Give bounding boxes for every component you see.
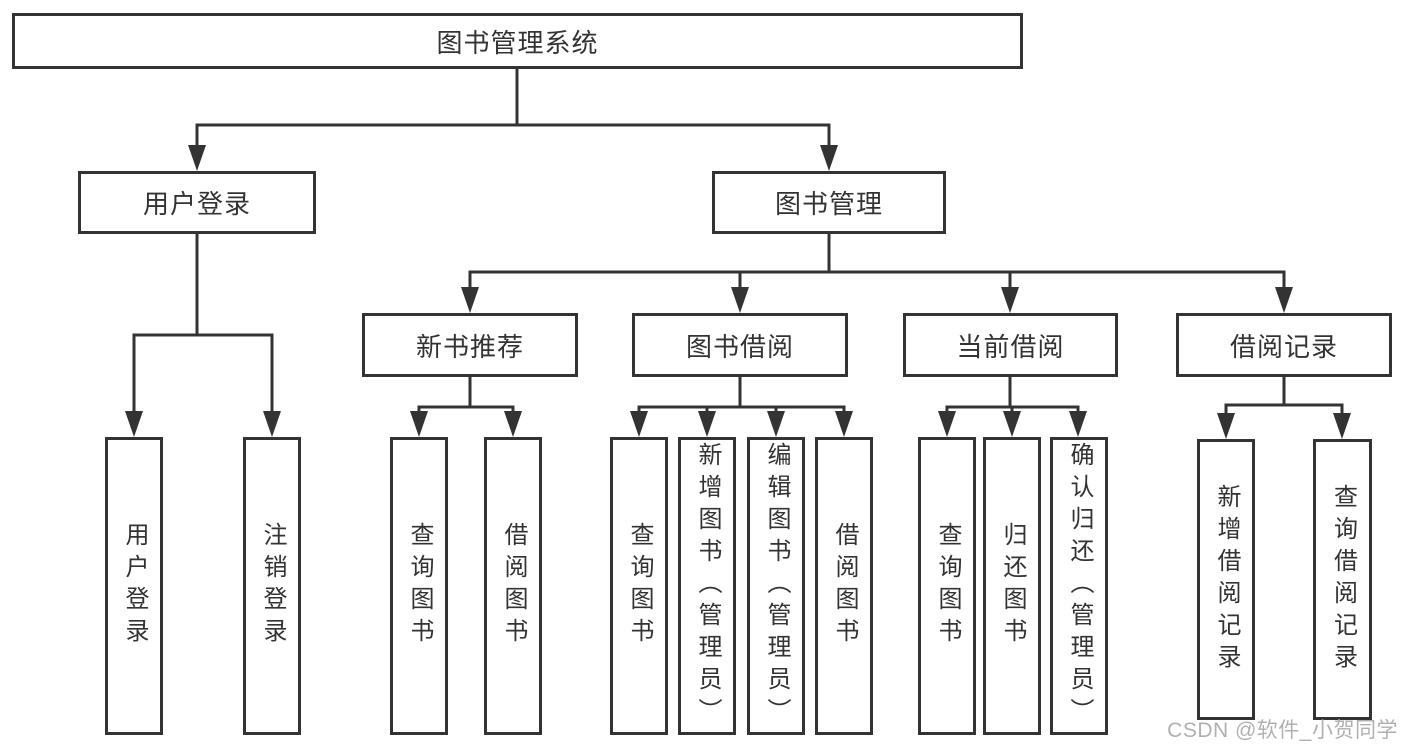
arrow-to-leaf-user-login [125, 411, 143, 437]
connector-book-management-children [468, 232, 1286, 292]
leaf-confirm-return-admin: 确认归还（管理员） [1050, 437, 1108, 735]
leaf-logout: 注销登录 [243, 437, 301, 735]
connector-book-borrow-children [637, 375, 846, 416]
leaf-query-borrow-record: 查询借阅记录 [1313, 439, 1372, 720]
leaf-borrow-book-borrow-label: 借阅图书 [831, 522, 858, 650]
connector-new-book-recommend-children [417, 375, 515, 416]
leaf-user-login: 用户登录 [105, 437, 163, 735]
node-user-login-label: 用户登录 [142, 189, 251, 219]
arrow-to-leaf-add-borrow-record [1217, 413, 1235, 439]
leaf-add-borrow-record-label: 新增借阅记录 [1213, 483, 1240, 676]
leaf-add-book-admin: 新增图书（管理员） [678, 437, 736, 735]
node-root-label: 图书管理系统 [436, 27, 599, 58]
arrow-to-leaf-logout [263, 411, 281, 437]
connector-root-to-level2 [195, 67, 831, 150]
node-book-management-label: 图书管理 [774, 189, 883, 219]
leaf-query-book-recommend-label: 查询图书 [406, 522, 433, 650]
leaf-add-borrow-record: 新增借阅记录 [1197, 439, 1255, 720]
leaf-query-book-current: 查询图书 [918, 437, 976, 735]
leaf-borrow-book-recommend: 借阅图书 [484, 437, 542, 735]
arrow-to-leaf-query-book-recommend [410, 411, 428, 437]
arrow-to-current-borrow [1001, 287, 1019, 313]
arrow-to-leaf-edit-book [767, 411, 785, 437]
arrow-to-user-login [188, 145, 206, 171]
leaf-query-book-recommend: 查询图书 [390, 437, 448, 735]
arrow-to-leaf-return-book [1003, 411, 1021, 437]
leaf-edit-book-admin-label: 编辑图书（管理员） [763, 442, 790, 730]
arrow-to-leaf-query-borrow-record [1333, 413, 1351, 439]
leaf-query-borrow-record-label: 查询借阅记录 [1329, 483, 1357, 676]
arrow-to-borrow-record [1275, 287, 1293, 313]
leaf-confirm-return-admin-label: 确认归还（管理员） [1066, 442, 1093, 730]
node-book-borrow: 图书借阅 [632, 313, 848, 377]
leaf-return-book: 归还图书 [983, 437, 1041, 735]
arrow-to-book-borrow [731, 287, 749, 313]
arrow-to-new-book-recommend [461, 287, 479, 313]
leaf-edit-book-admin: 编辑图书（管理员） [747, 437, 805, 735]
node-borrow-record-label: 借阅记录 [1229, 331, 1338, 362]
node-current-borrow-label: 当前借阅 [956, 331, 1065, 362]
node-new-book-recommend: 新书推荐 [362, 313, 578, 377]
arrow-to-leaf-borrow-book [835, 411, 853, 437]
arrow-to-leaf-add-book [698, 411, 716, 437]
arrow-to-leaf-borrow-book-recommend [504, 411, 522, 437]
arrow-to-leaf-query-book-borrow [630, 411, 648, 437]
arrow-to-book-management [820, 145, 838, 171]
csdn-watermark: CSDN @软件_小贺同学 [1167, 719, 1398, 742]
leaf-query-book-borrow-label: 查询图书 [626, 522, 653, 650]
node-user-login: 用户登录 [78, 171, 316, 234]
leaf-borrow-book-recommend-label: 借阅图书 [500, 522, 527, 650]
arrow-to-leaf-confirm-return [1069, 411, 1087, 437]
leaf-query-book-borrow: 查询图书 [610, 437, 668, 735]
node-root: 图书管理系统 [12, 13, 1023, 69]
leaf-user-login-label: 用户登录 [121, 522, 148, 650]
connector-user-login-children [132, 232, 274, 416]
node-book-management: 图书管理 [712, 171, 946, 234]
node-borrow-record: 借阅记录 [1176, 313, 1392, 377]
leaf-logout-label: 注销登录 [259, 522, 286, 650]
node-current-borrow: 当前借阅 [903, 313, 1118, 377]
leaf-borrow-book-borrow: 借阅图书 [815, 437, 873, 735]
connector-current-borrow-children [945, 375, 1080, 416]
node-book-borrow-label: 图书借阅 [685, 331, 794, 362]
leaf-add-book-admin-label: 新增图书（管理员） [694, 442, 721, 730]
node-new-book-recommend-label: 新书推荐 [415, 331, 524, 362]
arrow-to-leaf-query-book-current [938, 411, 956, 437]
leaf-query-book-current-label: 查询图书 [934, 522, 961, 650]
connector-borrow-record-children [1224, 375, 1344, 418]
leaf-return-book-label: 归还图书 [999, 522, 1026, 650]
